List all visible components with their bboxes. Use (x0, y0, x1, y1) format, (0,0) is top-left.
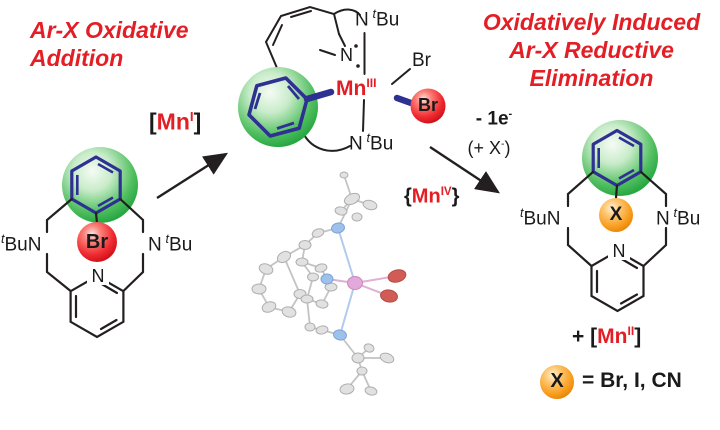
charge-sup: - (508, 108, 513, 120)
nitrogen-symbol: N (546, 208, 561, 230)
tbu-t: t (165, 232, 170, 246)
oxidation-state: I (189, 109, 194, 124)
metal-symbol: Mn (156, 108, 190, 135)
mn-aryl-and-mn-br-bonds (303, 88, 415, 107)
amine-tbun-label-left2: tBuN (520, 206, 561, 230)
xray-nitrogen-atoms (320, 222, 347, 341)
pyridine-n-label-left: N (87, 267, 109, 285)
electron-loss-label: - 1e- (454, 108, 534, 130)
aryl-double-bonds-center (253, 85, 301, 130)
xray-structure (251, 171, 407, 396)
paren-close: ) (504, 138, 511, 158)
metal-symbol: Mn (597, 325, 628, 348)
metal-symbol: Mn (411, 185, 441, 208)
aryl-double-bonds-left (76, 162, 114, 208)
brace-close: } (451, 185, 460, 208)
tbu-t: t (1, 232, 5, 246)
bracket-open: [ (590, 325, 598, 348)
xray-bromine-atoms (380, 269, 407, 303)
left-reactant-structure (45, 147, 145, 339)
amine-tbun-label-left1: tBuN (1, 232, 42, 256)
title-line: Elimination (529, 65, 654, 91)
tbu-bu: Bu (370, 133, 394, 155)
amine-ntbu-label-right1: N tBu (148, 232, 193, 256)
title-line: Ar-X Reductive (509, 37, 674, 63)
product-structure (566, 120, 668, 313)
nitrogen-symbol: N (349, 133, 363, 155)
oxidation-state: II (627, 324, 635, 338)
tbu-bu: Bu (376, 9, 400, 31)
tbu-bu: Bu (677, 208, 701, 230)
tbu-bu: Bu (4, 234, 28, 256)
aryl-double-bonds-right (597, 136, 635, 180)
tbu-t: t (372, 7, 377, 21)
nitrogen-symbol: N (656, 208, 670, 230)
bromine-sphere-left (77, 222, 117, 262)
nitrogen-symbol: N (148, 234, 162, 256)
legend-x-definition: = Br, I, CN (582, 369, 682, 392)
macrocycle-bonds-left (45, 197, 145, 339)
bromine-sphere-label-left: Br (85, 231, 109, 253)
halide-sphere-label-right: X (609, 204, 623, 225)
tbu-t: t (520, 206, 524, 220)
amine-ntbu-label-right2: N tBu (656, 206, 701, 230)
title-line: Ar-X Oxidative (30, 17, 189, 43)
brace-open: { (404, 185, 412, 208)
halide-gain-label: (+ X-) (449, 139, 529, 157)
tbu-bu: Bu (523, 208, 547, 230)
legend-x-symbol: X (550, 370, 564, 392)
amine-ntbu-label-top: N tBu (355, 7, 400, 31)
plus-sign: + (572, 325, 591, 348)
mn2-byproduct-label: + [MnII] (572, 325, 641, 347)
oxidation-state: III (366, 76, 377, 90)
oxidation-state: IV (440, 185, 452, 198)
tbu-bu: Bu (169, 234, 193, 256)
mn1-reagent-label: [MnI] (149, 110, 201, 134)
tbu-t: t (673, 206, 678, 220)
legend-x-sphere (540, 365, 574, 399)
title-line: Oxidatively Induced (482, 9, 701, 35)
tbu-t: t (366, 131, 371, 145)
electron-loss-text: - 1e (475, 108, 509, 130)
bromide-label-top: Br (412, 50, 431, 71)
title-line: Addition (30, 45, 124, 71)
halide-gain-text: (+ X (467, 138, 502, 158)
mn3-complex-ligand (264, 5, 411, 152)
bracket-open: [ (149, 108, 157, 135)
macrocycle-bonds-right (566, 170, 668, 313)
reaction-arrow-reductive-elimination (429, 145, 501, 194)
metal-symbol: Mn (336, 77, 367, 100)
bromide-sphere-label-mn3: Br (417, 95, 438, 115)
pyridine-n-label-right: N (608, 242, 630, 260)
title-reductive-elimination: Oxidatively Induced Ar-X Reductive Elimi… (463, 8, 720, 92)
xray-manganese-atom (347, 276, 363, 290)
mn4-intermediate-label: {MnIV} (404, 186, 459, 207)
halide-sphere-right (599, 198, 633, 232)
bracket-close: ] (193, 108, 202, 135)
nitrogen-symbol: N (355, 9, 369, 31)
reaction-arrow-oxidative-addition (156, 152, 229, 200)
title-oxidative-addition: Ar-X Oxidative Addition (30, 16, 189, 72)
nitrogen-symbol: N (27, 234, 42, 256)
charge-sup: - (501, 139, 505, 150)
bromide-sphere-mn3 (410, 88, 446, 124)
mn3-center-label: MnIII (336, 77, 376, 99)
pyridine-n-label-center: N (340, 45, 353, 65)
bracket-close: ] (634, 325, 642, 348)
amine-ntbu-label-bottom: N tBu (349, 131, 394, 155)
